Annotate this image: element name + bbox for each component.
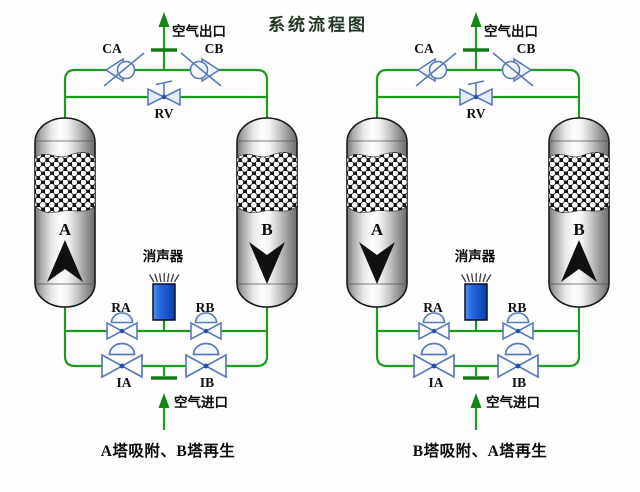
valve-ib-label: IB — [199, 375, 215, 390]
valve-rb-label: RB — [195, 300, 215, 315]
valve-ca-label: CA — [414, 41, 434, 56]
muffler-label: 消声器 — [142, 249, 184, 264]
muffler-label: 消声器 — [454, 249, 496, 264]
valve-rb-label: RB — [507, 300, 527, 315]
system-caption: A塔吸附、B塔再生 — [100, 443, 236, 460]
air-inlet-label: 空气进口 — [174, 395, 228, 410]
valve-ra-label: RA — [423, 300, 443, 315]
tower-b-label: B — [261, 220, 273, 239]
system-a-adsorbing: 空气出口 CA CB RV 消声器 RA RB IA IB 空气进口 A B A… — [58, 24, 273, 460]
air-inlet-label: 空气进口 — [486, 395, 540, 410]
tower-a-label: A — [370, 220, 384, 239]
air-outlet-label: 空气出口 — [484, 24, 538, 39]
tower-a-label: A — [58, 220, 72, 239]
valve-ia-label: IA — [428, 375, 444, 390]
valve-ib-label: IB — [511, 375, 527, 390]
valve-ca-label: CA — [102, 41, 122, 56]
tower-b-label: B — [573, 220, 585, 239]
valve-cb-label: CB — [516, 41, 536, 56]
valve-cb-label: CB — [204, 41, 224, 56]
valve-ia-label: IA — [116, 375, 132, 390]
system-caption: B塔吸附、A塔再生 — [412, 443, 548, 460]
valve-ra-label: RA — [111, 300, 131, 315]
system-b-adsorbing: 空气出口 CA CB RV 消声器 RA RB IA IB 空气进口 A B B… — [312, 0, 632, 492]
diagram-title: 系统流程图 — [268, 15, 368, 35]
valve-rv-label: RV — [154, 106, 174, 121]
valve-rv-label: RV — [466, 106, 486, 121]
air-outlet-label: 空气出口 — [172, 24, 226, 39]
